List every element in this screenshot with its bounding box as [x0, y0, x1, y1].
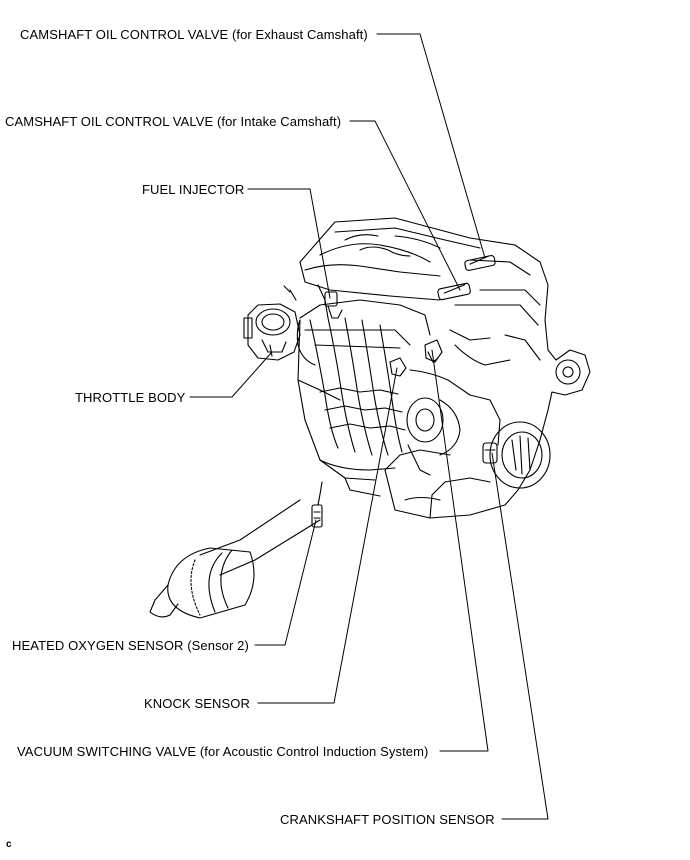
leader-oxygen-sensor	[254, 519, 317, 646]
label-knock-sensor: KNOCK SENSOR	[144, 696, 250, 711]
leader-lines	[189, 33, 549, 820]
leader-throttle-body	[189, 351, 273, 398]
engine-block-illustration	[283, 217, 591, 519]
leader-ocv-intake	[349, 120, 461, 291]
label-vacuum-switching-valve: VACUUM SWITCHING VALVE (for Acoustic Con…	[17, 744, 429, 759]
label-crankshaft-position-sensor: CRANKSHAFT POSITION SENSOR	[280, 812, 495, 827]
label-heated-oxygen-sensor: HEATED OXYGEN SENSOR (Sensor 2)	[12, 638, 249, 653]
label-fuel-injector: FUEL INJECTOR	[142, 182, 245, 197]
throttle-body-illustration	[243, 303, 301, 361]
leader-crankshaft-sensor	[491, 452, 549, 820]
leader-knock-sensor	[257, 367, 398, 704]
figure-code: c	[6, 839, 12, 850]
oxygen-sensor-illustration	[311, 481, 323, 528]
knock-sensor-illustration	[389, 357, 407, 377]
leader-vsv	[431, 349, 489, 752]
leader-ocv-exhaust	[376, 33, 486, 259]
label-ocv-exhaust: CAMSHAFT OIL CONTROL VALVE (for Exhaust …	[20, 27, 368, 42]
crankshaft-sensor-illustration	[482, 442, 498, 464]
leader-fuel-injector	[247, 188, 331, 299]
vsv-illustration	[424, 339, 443, 363]
label-ocv-intake: CAMSHAFT OIL CONTROL VALVE (for Intake C…	[5, 114, 342, 129]
catalytic-converter-illustration	[149, 499, 321, 619]
fuel-injector-illustration	[324, 291, 343, 319]
label-throttle-body: THROTTLE BODY	[75, 390, 186, 405]
camshaft-ocv-illustration	[437, 254, 496, 301]
